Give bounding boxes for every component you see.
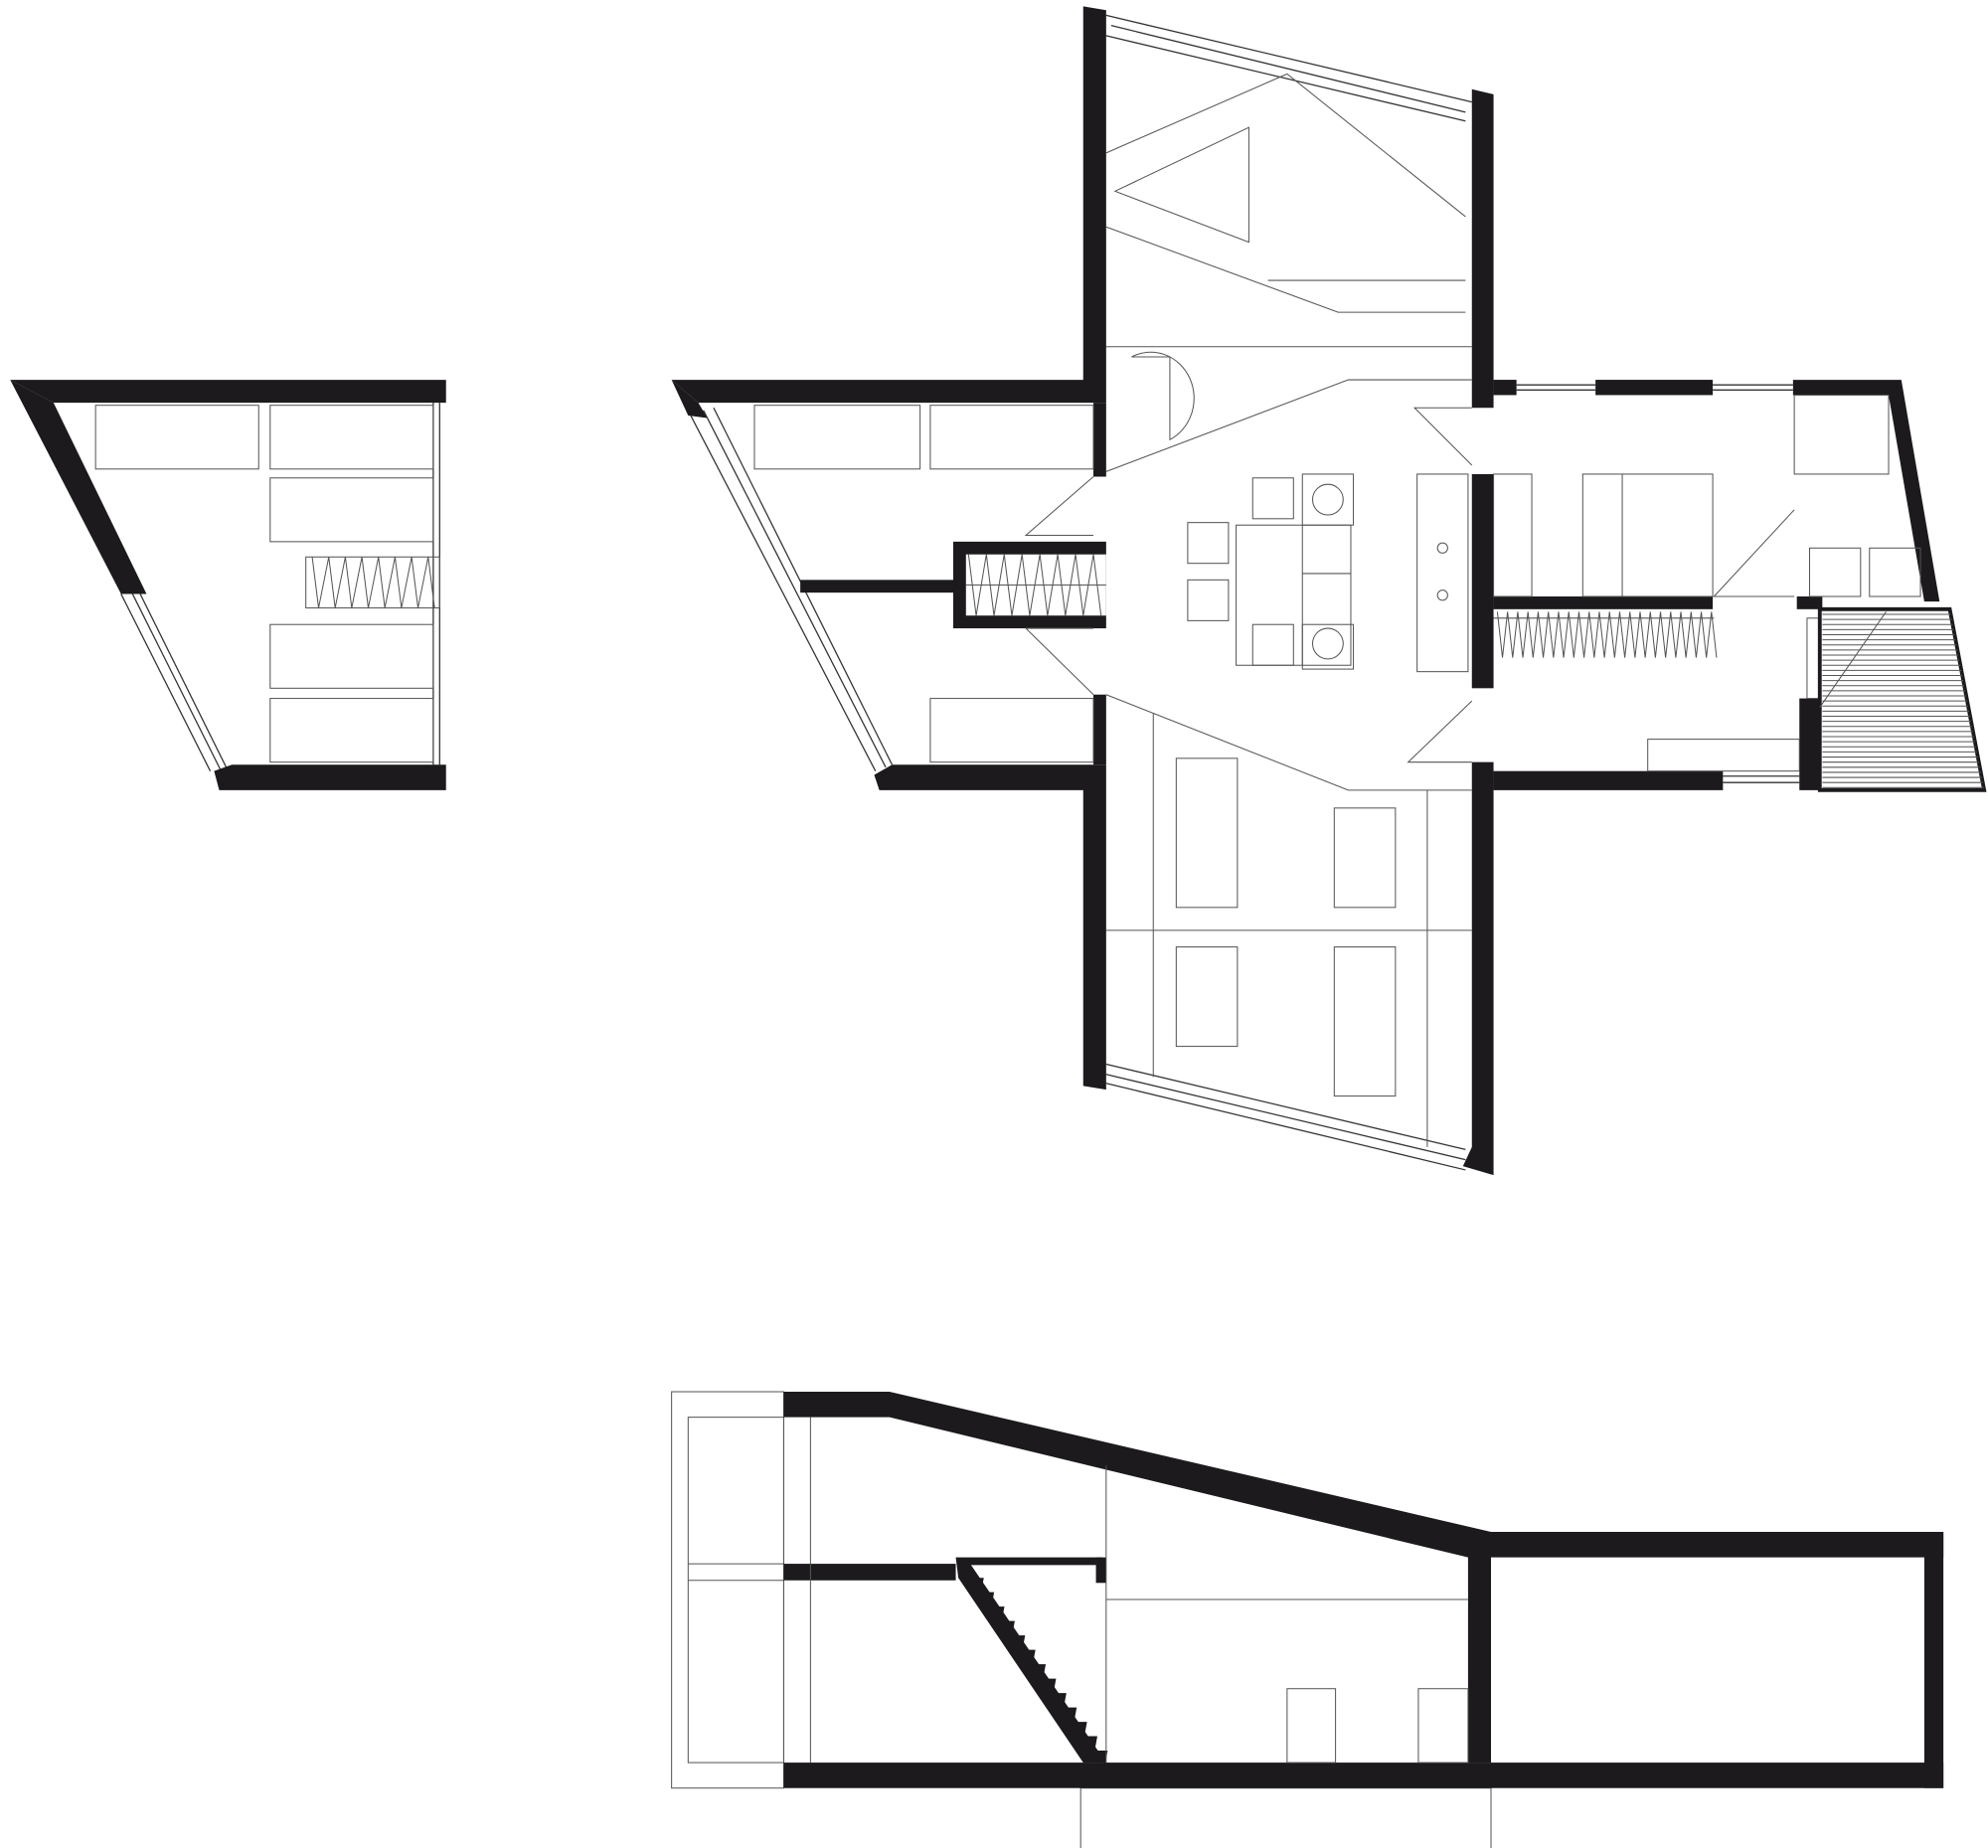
left-wing-furniture [753, 405, 1094, 763]
wall-slanted [10, 380, 147, 594]
wall-left-jamb-bottom [1093, 694, 1106, 765]
wall-left-wing-slant [671, 380, 708, 419]
glazing-right [432, 403, 440, 765]
glazing-slanted [120, 593, 228, 771]
wall-partition [800, 580, 956, 593]
glazing-top [1105, 14, 1472, 122]
wall-central-right-mid [1471, 473, 1494, 689]
building-section [671, 1391, 1944, 1848]
section-roof [783, 1392, 1944, 1764]
wall-central-right-top [1471, 88, 1494, 409]
wall-left-wing-bottom [874, 764, 1106, 1091]
wall-top [10, 380, 446, 404]
glazing-bottom [1105, 1063, 1466, 1171]
stair-hatch [305, 556, 440, 609]
section-floor [783, 1763, 1944, 1788]
wall-central-right-bottom [1462, 761, 1494, 1176]
kitchen-counter [1407, 407, 1473, 763]
section-stair [955, 1557, 1108, 1765]
section-mid-floor [783, 1564, 956, 1581]
right-wing [1493, 380, 1940, 790]
wall-left-jamb-top [1093, 403, 1106, 477]
stair-core [952, 541, 1106, 629]
lounge-furniture [1175, 757, 1397, 1097]
dining-table [1187, 473, 1355, 670]
section-right-wall [1923, 1532, 1944, 1788]
furniture [94, 405, 434, 763]
wall-left-wing-top [671, 6, 1106, 404]
central-floor-lines [1105, 73, 1472, 1147]
exterior-stair [1817, 606, 1987, 792]
wall-bottom [214, 764, 446, 790]
ground-floor-plan [671, 6, 1987, 1176]
upper-floor-plan [10, 380, 446, 790]
